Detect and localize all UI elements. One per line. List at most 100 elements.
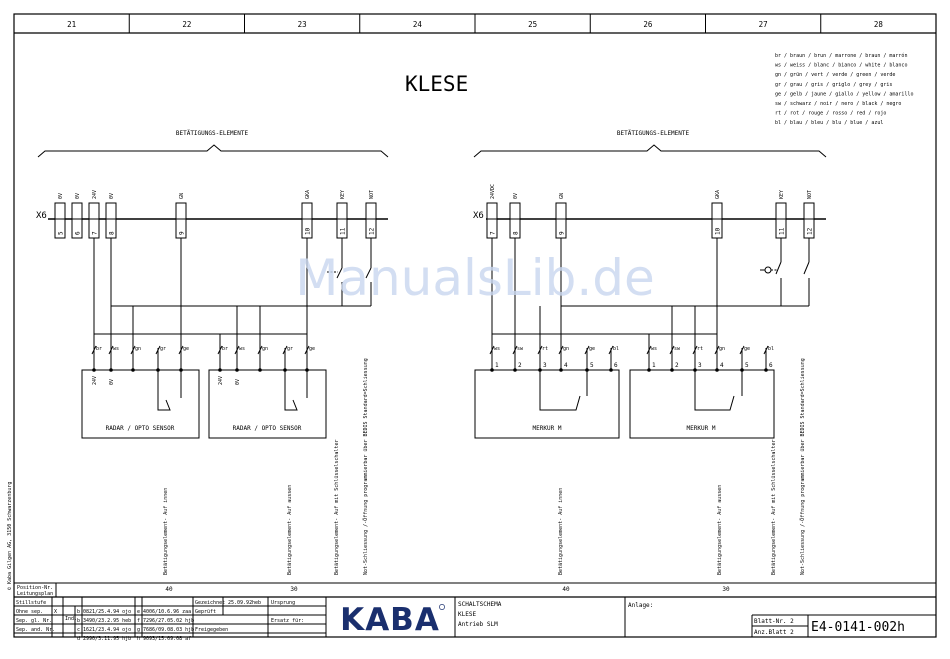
terminal-6: 6 0V — [71, 193, 83, 239]
terminal-signal: 0V — [75, 193, 81, 199]
wiring-left — [93, 238, 372, 411]
column-number: 28 — [874, 20, 884, 29]
wire-label: gr — [160, 346, 166, 352]
sheet-border — [13, 13, 937, 638]
geprueft-label: Geprüft — [195, 609, 216, 615]
legend-entry: br / braun / brun / marrone / braun / ma… — [775, 52, 907, 59]
column-number: 25 — [528, 20, 537, 29]
revision-entry: b 3490/23.2.95 heb — [77, 618, 131, 624]
func-text: Betätigungselement- Auf innen — [558, 488, 564, 575]
terminal-number: 8 — [109, 231, 116, 235]
copyright-text: © Kaba Gilgen AG, 3150 Schwarzenburg — [7, 482, 13, 590]
column-number: 27 — [759, 20, 768, 29]
radar-sensor-1: RADAR / OPTO SENSOR — [81, 369, 200, 439]
merkur-label: MERKUR M — [687, 425, 716, 432]
legend-entry: gr / grau / gris / griglo / grey / gris — [775, 82, 892, 88]
desc-line-2: KLESE — [458, 611, 476, 618]
device-pin-label: 24V — [92, 376, 98, 385]
device-pin-label: 4 — [564, 362, 568, 369]
terminal-signal: NOT — [807, 190, 813, 199]
wire-label: gr — [287, 346, 293, 352]
group-label-left: BETÄTIGUNGS-ELEMENTE — [176, 130, 249, 137]
terminal-signal: GN — [559, 193, 565, 199]
func-text: Betätigungselement- Auf aussen — [717, 485, 723, 575]
wire-label: sw — [517, 346, 524, 352]
watermark: ManualsLib.de — [295, 249, 655, 307]
device-pin-label: 2 — [518, 362, 522, 369]
terminal-number: 12 — [369, 227, 376, 235]
terminal-signal: 0V — [109, 193, 115, 199]
terminal-9: 9 GN — [555, 193, 567, 239]
legend-entry: ws / weiss / blanc / bianco / white / bl… — [775, 63, 907, 69]
terminal-signal: NOT — [369, 190, 375, 199]
drawing-number: E4-0141-002h — [811, 620, 905, 635]
diagram-title: KLESE — [405, 72, 468, 96]
terminal-number: 9 — [179, 231, 186, 235]
device-pin-label: 0V — [235, 379, 241, 385]
terminal-signal: 24V — [92, 190, 98, 199]
anz-blatt: Anz.Blatt 2 — [754, 629, 794, 636]
wire-label: ge — [183, 346, 189, 352]
logo-text: KABA — [340, 602, 440, 638]
merkur-2: MERKUR M — [629, 369, 775, 439]
wire-label: ge — [309, 346, 315, 352]
terminal-5: 5 0V — [54, 193, 66, 239]
terminal-9: 9GN — [175, 193, 187, 239]
column-number: 24 — [413, 20, 423, 29]
device-pin-label: 2 — [675, 362, 679, 369]
wire-label: rt — [697, 346, 703, 352]
func-text: Betätigungselement- Auf aussen — [287, 485, 293, 575]
device-pin-label: 3 — [698, 362, 702, 369]
wire-label: ws — [494, 346, 500, 352]
freigegeben-label: Freigegeben — [195, 627, 228, 633]
wire-label: br — [222, 346, 228, 352]
terminal-number: 8 — [513, 231, 520, 235]
revision-entry: b 0821/25.4.94 ojo — [77, 609, 131, 615]
column-number: 22 — [182, 20, 191, 29]
wire-label: gn — [135, 346, 141, 352]
device-pin-label: 24V — [218, 376, 224, 385]
terminal-number: 10 — [305, 227, 312, 235]
connector-label-right: X6 — [473, 211, 484, 221]
wire-label: br — [96, 346, 102, 352]
terminal-signal: KEY — [779, 190, 785, 199]
terminal-number: 5 — [58, 231, 65, 235]
func-text: Betätigungselement- Auf mit Schlüsselsch… — [771, 440, 777, 575]
terminal-number: 11 — [779, 227, 786, 235]
gezeichnet-label: Gezeichnet — [195, 600, 225, 606]
column-number: 23 — [298, 20, 307, 29]
terminal-signal: GKA — [715, 190, 721, 199]
radar-label: RADAR / OPTO SENSOR — [106, 425, 175, 432]
device-pin-label: 5 — [745, 362, 749, 369]
title-block — [14, 597, 936, 637]
device-pin-label: 5 — [590, 362, 594, 369]
column-number: 21 — [67, 20, 76, 29]
wire-label: gn — [719, 346, 725, 352]
ref-number: 30 — [722, 586, 730, 593]
terminal-signal: 0V — [58, 193, 64, 199]
ref-number: 30 — [290, 586, 298, 593]
wire-label: sw — [674, 346, 681, 352]
device-pin-label: 1 — [495, 362, 499, 369]
tb-row-label: Stillstufe — [16, 600, 46, 606]
ursprung-label: Ursprung — [271, 600, 295, 606]
radar-label: RADAR / OPTO SENSOR — [233, 425, 302, 432]
terminal-number: 11 — [340, 227, 347, 235]
terminal-signal: 24VDC — [490, 184, 496, 199]
legend-entry: rt / rot / rouge / rosso / red / rojo — [775, 111, 886, 117]
device-pin-label: 4 — [720, 362, 724, 369]
wire-label: rt — [542, 346, 548, 352]
terminal-number: 6 — [75, 231, 82, 235]
ref-number: 40 — [562, 586, 570, 593]
terminal-number: 9 — [559, 231, 566, 235]
